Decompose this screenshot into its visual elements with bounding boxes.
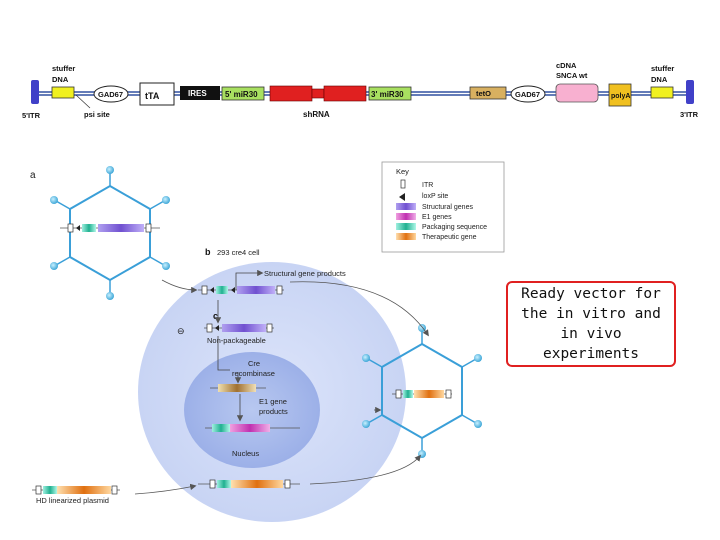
shrna-loop	[311, 88, 325, 99]
arrow-packaged-out	[309, 454, 422, 485]
virus-top-left	[50, 166, 170, 300]
key-item-label: E1 genes	[422, 214, 452, 221]
structural-products-arrow	[235, 269, 264, 290]
stuffer-right-box	[650, 86, 674, 99]
stuffer-left-box	[51, 86, 75, 99]
panel-label-a: a	[30, 170, 36, 181]
key-swatch-therapeutic	[396, 233, 416, 240]
key-swatch-loxp	[399, 193, 405, 201]
mir30-3-label: 3' miR30	[371, 90, 404, 99]
arrow-plasmid-in	[134, 483, 197, 495]
cdna-label: cDNA	[556, 61, 577, 70]
stuffer-right-label: stuffer	[651, 64, 674, 73]
key-swatch-structural	[396, 203, 416, 210]
key-item-label: loxP site	[422, 193, 448, 200]
arrow-virus-in	[161, 279, 198, 294]
nucleus-label: Nucleus	[232, 449, 259, 458]
panel-label-b: b	[205, 247, 211, 257]
psi-pointer	[75, 94, 91, 109]
cdna-box	[555, 83, 599, 103]
key-item-label: Packaging sequence	[422, 224, 487, 231]
packaging-figure: Key ITR loxP site Structural genes E1 ge…	[30, 161, 505, 522]
shrna-label: shRNA	[303, 110, 330, 119]
teto-label: tetO	[476, 89, 491, 98]
gad67-left-label: GAD67	[98, 90, 123, 99]
itr-right-box	[686, 80, 694, 104]
ires-box	[180, 86, 220, 100]
cdna-label: SNCA wt	[556, 71, 588, 80]
mir30-5-box	[221, 86, 265, 101]
cre-label: recombinase	[232, 369, 275, 378]
itr-left-box	[31, 80, 39, 104]
tta-label: tTA	[145, 91, 160, 101]
ires-label: IRES	[188, 89, 207, 98]
key-swatch-itr	[400, 179, 406, 189]
itr-left-label: 5'ITR	[22, 111, 41, 120]
key-swatch-packaging	[396, 223, 416, 230]
itr-right-label: 3'ITR	[680, 110, 699, 119]
nucleus	[184, 352, 320, 468]
stuffer-right-label: DNA	[651, 75, 668, 84]
tta-box	[139, 82, 175, 106]
mir30-3-box	[368, 86, 412, 101]
key-item-label: Structural genes	[422, 204, 473, 211]
key-swatch-e1	[396, 213, 416, 220]
shrna-box-left	[269, 85, 313, 102]
stuffer-left-label: DNA	[52, 75, 69, 84]
non-packageable-label: Non-packageable	[207, 336, 266, 345]
structural-products-label: Structural gene products	[264, 269, 346, 278]
polya-box	[608, 83, 632, 107]
e1-label: E1 gene	[259, 397, 287, 406]
panel-label-c: c	[213, 311, 218, 321]
polya-label: polyA	[611, 93, 630, 100]
psi-site-label: psi site	[84, 110, 110, 119]
key-item-label: Therapeutic gene	[422, 234, 477, 241]
key-legend: Key ITR loxP site Structural genes E1 ge…	[381, 161, 505, 253]
cell-label: 293 cre4 cell	[217, 248, 260, 257]
vector-map: stuffer DNA 5'ITR psi site GAD67 tTA IRE…	[22, 61, 699, 120]
gad67-left-ellipse	[93, 85, 129, 103]
virus-right	[362, 324, 482, 458]
shrna-box-right	[323, 85, 367, 102]
e1-label: products	[259, 407, 288, 416]
stuffer-left-label: stuffer	[52, 64, 75, 73]
gad67-right-label: GAD67	[515, 90, 540, 99]
hd-plasmid-label: HD linearized plasmid	[36, 496, 109, 505]
cre-label: Cre	[248, 359, 260, 368]
arrow-structural-out	[289, 281, 429, 337]
key-title: Key	[396, 167, 409, 176]
teto-box	[469, 86, 507, 100]
mir30-5-label: 5' miR30	[225, 90, 258, 99]
ready-vector-callout: Ready vector for the in vitro and in viv…	[506, 281, 676, 367]
key-item-label: ITR	[422, 182, 433, 189]
gad67-right-ellipse	[510, 85, 546, 103]
minus-symbol: ⊖	[177, 326, 185, 336]
